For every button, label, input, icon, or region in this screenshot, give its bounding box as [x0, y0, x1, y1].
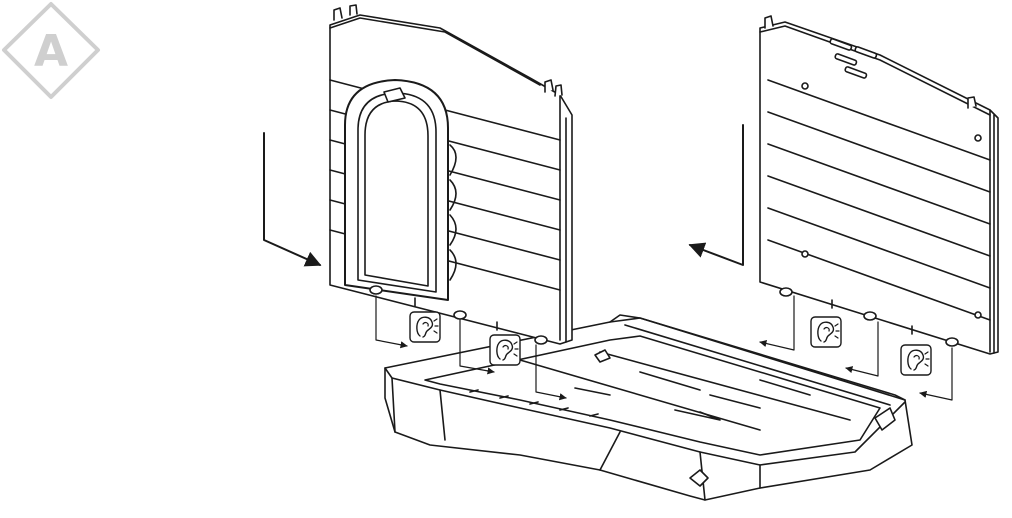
- arrow-icon: [459, 319, 495, 375]
- step-badge: A: [2, 2, 100, 99]
- front-panel-with-door: [329, 4, 573, 345]
- peg-guide-arrows: [375, 295, 953, 401]
- arrow-icon: [845, 321, 879, 377]
- arrow-icon: [919, 347, 953, 401]
- ear-click-icon: [489, 334, 521, 366]
- arrow-icon: [535, 344, 567, 401]
- insert-arrows: [263, 124, 744, 267]
- arrow-icon: [263, 132, 322, 267]
- arrow-icon: [759, 295, 795, 351]
- ear-click-icon: [810, 316, 842, 348]
- step-label: A: [34, 26, 68, 77]
- ear-click-icon: [900, 344, 932, 376]
- arrow-icon: [375, 295, 408, 349]
- rear-panel: [759, 15, 999, 355]
- ear-click-icon: [409, 311, 441, 343]
- diamond-badge-icon: [2, 2, 100, 99]
- arrow-icon: [688, 124, 744, 266]
